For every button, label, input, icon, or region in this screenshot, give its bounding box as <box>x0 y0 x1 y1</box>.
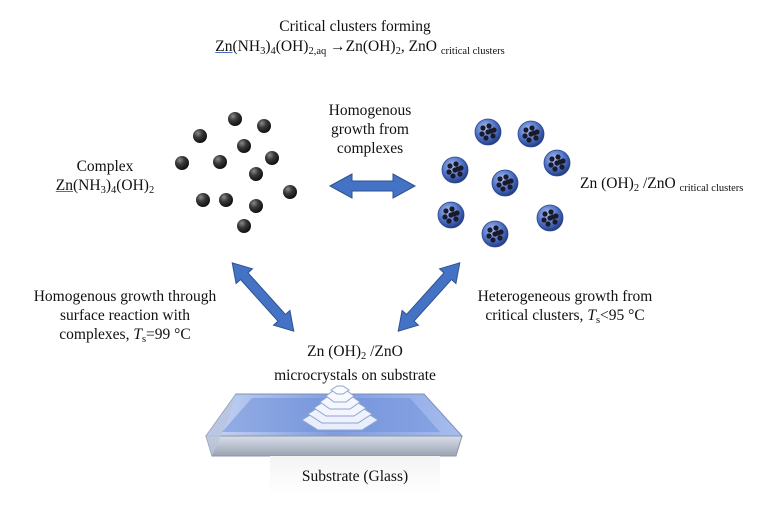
complex-particles <box>175 112 297 233</box>
cluster-nucleus <box>552 219 558 225</box>
cluster-nucleus <box>443 208 449 214</box>
cluster-nucleus <box>490 133 496 139</box>
cluster-nucleus <box>486 123 492 129</box>
cluster-nucleus <box>490 237 496 243</box>
top-title: Critical clusters forming <box>279 18 431 35</box>
cluster-nucleus <box>457 171 463 177</box>
cluster-nucleus <box>549 156 555 162</box>
complex-label: Complex Zn(NH3)4(OH)2 <box>55 158 155 196</box>
cluster-nucleus <box>451 211 457 217</box>
cluster-nucleus <box>450 173 456 179</box>
cluster-nucleus <box>548 209 554 215</box>
double-arrow-right-diagonal <box>397 262 461 332</box>
critical-clusters <box>437 118 571 248</box>
cluster-nucleus <box>497 235 503 241</box>
cluster-nucleus <box>505 179 511 185</box>
cluster-nucleus <box>522 133 528 139</box>
top-equation: Zn(NH3)4(OH)2,aq →Zn(OH)2, ZnO critical … <box>215 38 505 57</box>
cluster-nucleus <box>487 227 493 233</box>
cluster-nucleus <box>495 230 501 236</box>
homogenous-growth-surface: Homogenous growth through surface reacti… <box>33 288 217 345</box>
homogenous-growth-top: Homogenous growth from complexes <box>328 102 412 157</box>
double-arrow-left-diagonal <box>231 262 295 332</box>
cluster-nucleus <box>455 166 461 172</box>
cluster-nucleus <box>531 130 537 136</box>
heterogeneous-growth: Heterogeneous growth from critical clust… <box>477 288 653 326</box>
cluster-nucleus <box>446 169 452 175</box>
cluster-nucleus <box>479 131 485 137</box>
substrate-label: Substrate (Glass) <box>301 468 409 485</box>
cluster-nucleus <box>503 174 509 180</box>
cluster-nucleus <box>533 135 539 141</box>
cluster-nucleus <box>488 128 494 134</box>
cluster-nucleus <box>453 161 459 167</box>
cluster-nucleus <box>541 217 547 223</box>
critical-clusters-label: Zn (OH)2 /ZnO critical clusters <box>580 175 744 194</box>
cluster-nucleus <box>446 218 452 224</box>
substrate-label-box <box>270 456 440 496</box>
cluster-nucleus <box>449 206 455 212</box>
cluster-nucleus <box>447 163 453 169</box>
cluster-nucleus <box>483 135 489 141</box>
cluster-nucleus <box>555 154 561 160</box>
cluster-nucleus <box>550 214 556 220</box>
cluster-nucleus <box>480 125 486 131</box>
cluster-nucleus <box>545 221 551 227</box>
cluster-nucleus <box>453 216 459 222</box>
cluster-nucleus <box>548 162 554 168</box>
cluster-nucleus <box>559 164 565 170</box>
cluster-nucleus <box>542 211 548 217</box>
cluster-nucleus <box>500 186 506 192</box>
cluster-nucleus <box>523 127 529 133</box>
cluster-nucleus <box>496 182 502 188</box>
cluster-nucleus <box>529 125 535 131</box>
cluster-nucleus <box>486 233 492 239</box>
cluster-nucleus <box>552 166 558 172</box>
cluster-nucleus <box>442 214 448 220</box>
microcrystals-label: Zn (OH)2 /ZnO microcrystals on substrate <box>274 343 436 384</box>
cluster-nucleus <box>507 184 513 190</box>
cluster-nucleus <box>557 159 563 165</box>
cluster-nucleus <box>526 137 532 143</box>
cluster-nucleus <box>497 176 503 182</box>
double-arrow-horizontal <box>328 173 417 199</box>
cluster-nucleus <box>493 225 499 231</box>
microcrystal-stack <box>301 385 379 431</box>
